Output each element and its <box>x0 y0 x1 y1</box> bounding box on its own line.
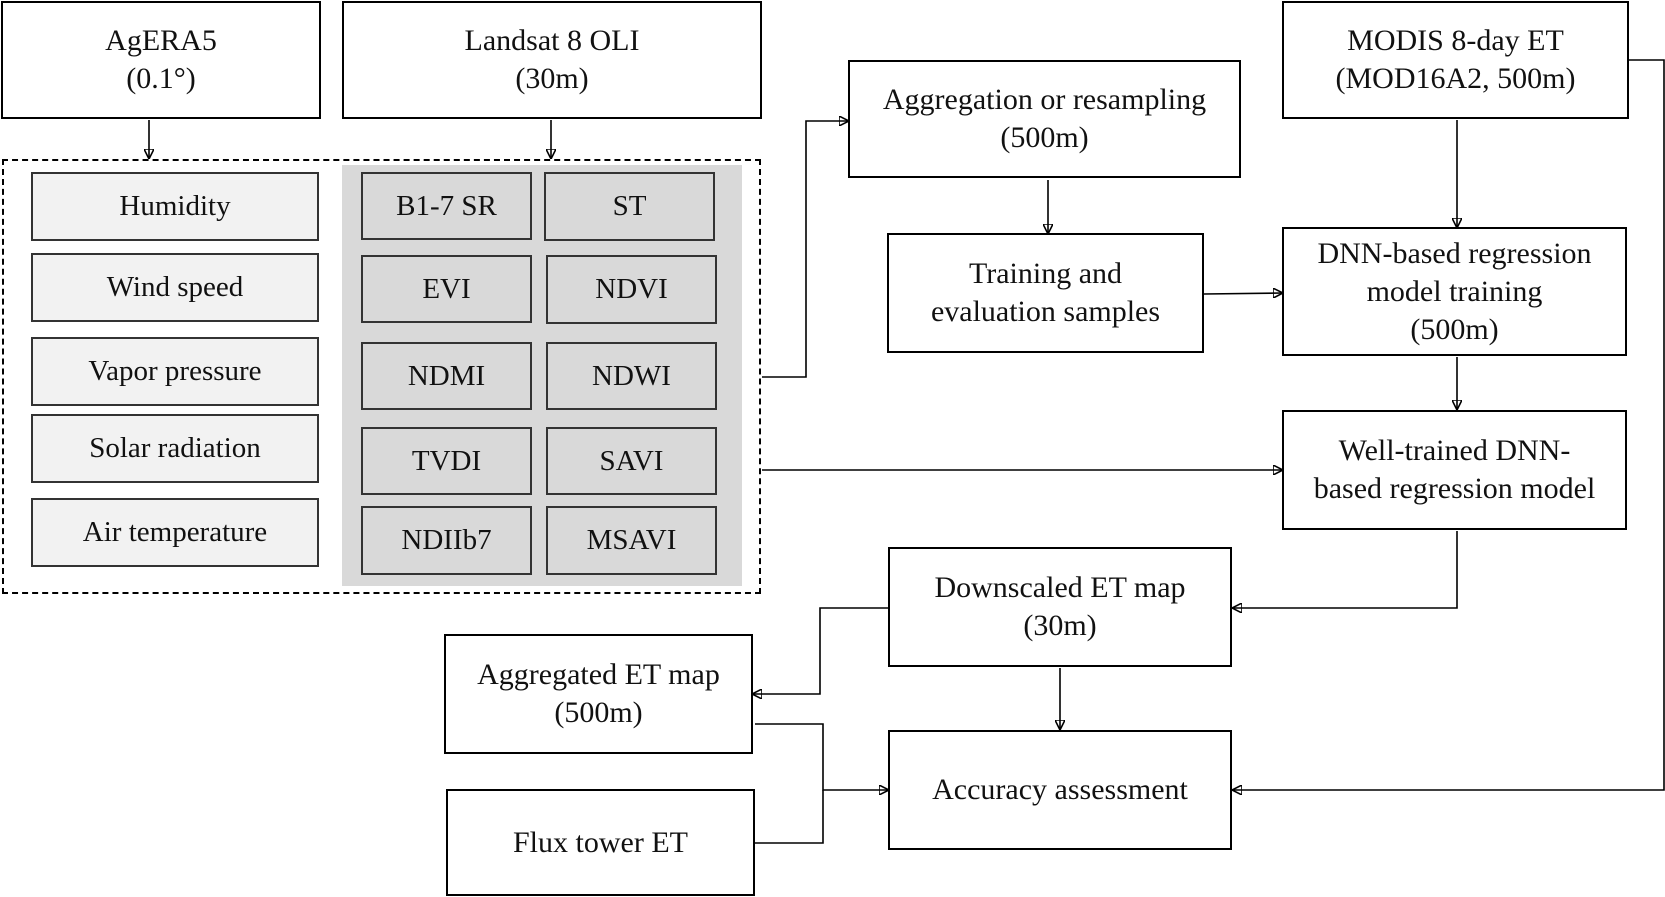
climate-var-solar-radiation: Solar radiation <box>31 414 319 483</box>
landsat-resolution: (30m) <box>515 62 589 95</box>
climate-var-wind-speed: Wind speed <box>31 253 319 322</box>
modis-detail: (MOD16A2, 500m) <box>1335 62 1576 95</box>
aggregated-et-resolution: (500m) <box>554 696 643 729</box>
trained-model-box: Well-trained DNN- based regression model <box>1282 410 1627 530</box>
link-flux-to-accuracy <box>755 790 824 844</box>
downscaled-et-label: Downscaled ET map <box>934 571 1186 604</box>
trained-model-line2: based regression model <box>1313 472 1596 505</box>
aggregated-et-box: Aggregated ET map (500m) <box>444 634 753 754</box>
predictor-group-frame <box>2 159 761 594</box>
flux-tower-label: Flux tower ET <box>513 825 688 859</box>
aggregation-label: Aggregation or resampling <box>882 83 1207 116</box>
downscaled-et-box: Downscaled ET map (30m) <box>888 547 1232 667</box>
model-training-line1: DNN-based regression <box>1317 236 1592 270</box>
aggregated-et-label: Aggregated ET map <box>477 658 720 691</box>
agera5-title: AgERA5 <box>105 24 217 57</box>
landsat-source-box: Landsat 8 OLI (30m) <box>342 1 762 119</box>
arrow-group-to-aggregation <box>762 121 848 378</box>
arrow-modis-to-accuracy <box>1233 59 1665 790</box>
arrow-samples-to-training <box>1203 293 1282 294</box>
agera5-source-box: AgERA5 (0.1°) <box>1 1 321 119</box>
landsat-var-ndiib7: NDIIb7 <box>361 506 532 575</box>
accuracy-assessment-label: Accuracy assessment <box>932 773 1188 806</box>
landsat-var-ndmi: NDMI <box>361 342 532 410</box>
landsat-var-savi: SAVI <box>546 427 717 495</box>
samples-label-line2: evaluation samples <box>930 295 1161 328</box>
accuracy-assessment-box: Accuracy assessment <box>888 730 1232 850</box>
landsat-title: Landsat 8 OLI <box>464 24 640 57</box>
aggregation-resolution: (500m) <box>1000 121 1089 154</box>
trained-model-line1: Well-trained DNN- <box>1338 434 1571 467</box>
model-training-resolution: (500m) <box>1410 312 1499 346</box>
modis-source-box: MODIS 8-day ET (MOD16A2, 500m) <box>1282 1 1629 119</box>
samples-box: Training and evaluation samples <box>887 233 1204 353</box>
arrow-model-to-downscaled <box>1233 531 1458 608</box>
climate-var-air-temperature: Air temperature <box>31 498 319 567</box>
landsat-var-evi: EVI <box>361 255 532 323</box>
model-training-line2: model training <box>1366 274 1543 308</box>
landsat-var-st: ST <box>544 172 715 241</box>
landsat-var-tvdi: TVDI <box>361 427 532 495</box>
samples-label-line1: Training and <box>968 257 1123 290</box>
model-training-box: DNN-based regression model training (500… <box>1282 227 1627 356</box>
flux-tower-box: Flux tower ET <box>446 789 755 896</box>
modis-title: MODIS 8-day ET <box>1347 24 1564 57</box>
agera5-resolution: (0.1°) <box>126 62 196 95</box>
climate-var-humidity: Humidity <box>31 172 319 241</box>
downscaled-et-resolution: (30m) <box>1023 609 1097 642</box>
landsat-var-msavi: MSAVI <box>546 506 717 575</box>
arrow-downscaled-to-aggregated <box>753 607 888 694</box>
landsat-var-b1-7-sr: B1-7 SR <box>361 172 532 240</box>
landsat-var-ndvi: NDVI <box>546 255 717 324</box>
landsat-var-ndwi: NDWI <box>546 342 717 410</box>
climate-var-vapor-pressure: Vapor pressure <box>31 337 319 406</box>
aggregation-box: Aggregation or resampling (500m) <box>848 60 1241 178</box>
arrow-aggregated-to-accuracy <box>755 723 888 790</box>
